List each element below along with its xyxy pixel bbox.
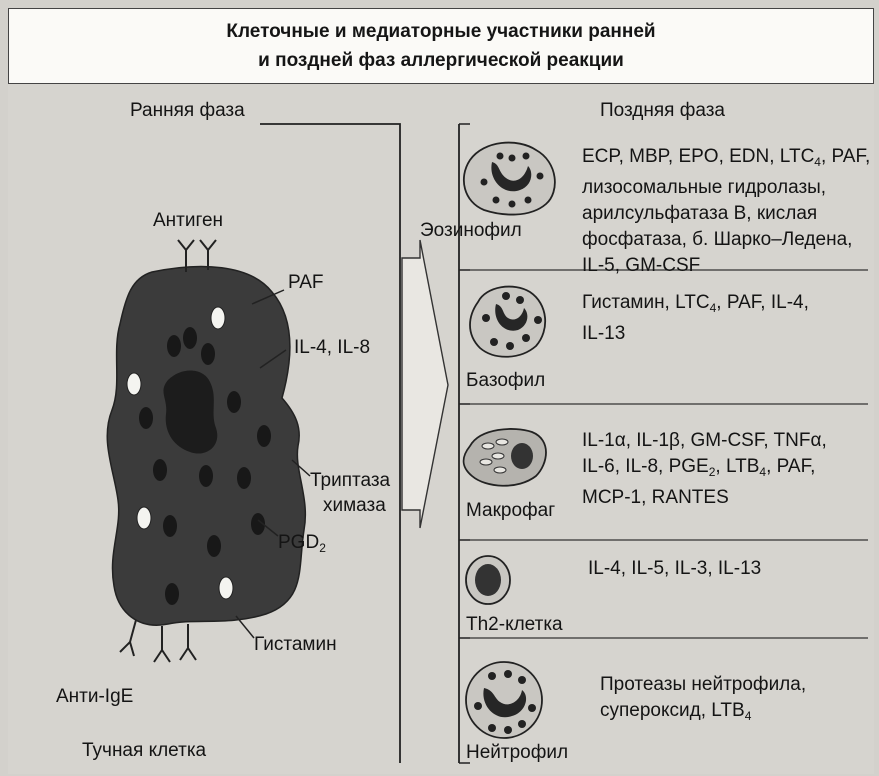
- granule-dark: [199, 465, 213, 487]
- neutrophil-label: Нейтрофил: [466, 742, 568, 764]
- histamine-label: Гистамин: [254, 634, 337, 656]
- macrophage-mediators: IL-1α, IL-1β, GM-CSF, TNFα, IL-6, IL-8, …: [582, 428, 827, 511]
- eosinophil-cell: [464, 143, 555, 215]
- pgd-label: PGD2: [278, 532, 326, 555]
- il-label: IL-4, IL-8: [294, 337, 370, 359]
- antigen-label: Антиген: [153, 210, 223, 232]
- granule-dark: [207, 535, 221, 557]
- eosinophil-label: Эозинофил: [420, 220, 522, 242]
- neutrophil-mediators: Протеазы нейтрофила, супероксид, LTB4: [600, 672, 806, 729]
- granule-dark: [153, 459, 167, 481]
- mast-cell: [107, 240, 305, 662]
- granule-dark: [167, 335, 181, 357]
- granule-light: [127, 373, 141, 395]
- granule-dark: [237, 467, 251, 489]
- th2-cell: [466, 556, 510, 604]
- mast-cell-label: Тучная клетка: [82, 740, 206, 762]
- granule-dark: [163, 515, 177, 537]
- granule-dark: [227, 391, 241, 413]
- antigen-receptor: [200, 240, 216, 270]
- phase-arrow: [402, 240, 448, 528]
- th2-label: Th2-клетка: [466, 614, 563, 636]
- late-phase-heading: Поздняя фаза: [600, 100, 725, 122]
- tryptase-label: Триптаза: [310, 470, 390, 492]
- granule-dark: [183, 327, 197, 349]
- th2-mediators: IL-4, IL-5, IL-3, IL-13: [588, 556, 761, 582]
- granule-dark: [201, 343, 215, 365]
- granule-light: [137, 507, 151, 529]
- granule-light: [211, 307, 225, 329]
- macrophage-cell: [464, 429, 547, 486]
- chymase-label: химаза: [323, 495, 386, 517]
- granule-dark: [257, 425, 271, 447]
- early-phase-heading: Ранняя фаза: [130, 100, 245, 122]
- anti-ige-receptor: [154, 626, 170, 662]
- anti-ige-receptor: [180, 624, 196, 660]
- anti-ige-label: Анти-IgE: [56, 686, 133, 708]
- paf-label: PAF: [288, 272, 324, 294]
- granule-dark: [165, 583, 179, 605]
- eosinophil-mediators: ECP, MBP, EPO, EDN, LTC4, PAF, лизосомал…: [582, 144, 870, 279]
- granule-light: [219, 577, 233, 599]
- granule-dark: [139, 407, 153, 429]
- neutrophil-cell: [466, 662, 542, 738]
- anti-ige-receptor: [120, 620, 136, 656]
- basophil-label: Базофил: [466, 370, 545, 392]
- basophil-mediators: Гистамин, LTC4, PAF, IL-4, IL-13: [582, 290, 809, 347]
- macrophage-label: Макрофаг: [466, 500, 555, 522]
- basophil-cell: [470, 287, 545, 357]
